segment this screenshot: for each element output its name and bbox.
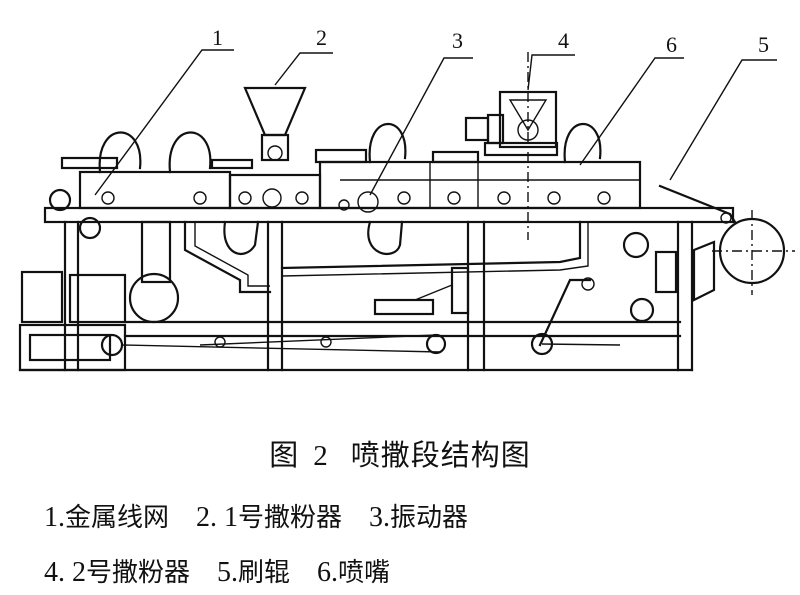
legend-row: 1.金属线网 2. 1号撒粉器 3.振动器 bbox=[44, 497, 488, 534]
legend-item-number: 4. 2 bbox=[44, 557, 86, 588]
callout-2-leader bbox=[274, 52, 333, 86]
callout-labels: 1 2 3 4 6 5 bbox=[212, 25, 769, 57]
legend-item-name: 号撒粉器 bbox=[86, 558, 191, 588]
callout-4-label: 4 bbox=[558, 28, 569, 53]
legend-item: 3.振动器 bbox=[369, 502, 468, 533]
figure-title: 喷撒段结构图 bbox=[350, 438, 531, 472]
legend-item: 5.刷辊 bbox=[217, 557, 290, 588]
legend-item: 1.金属线网 bbox=[44, 502, 169, 533]
callout-leaders bbox=[94, 49, 777, 196]
callout-5-label: 5 bbox=[758, 32, 769, 57]
legend-item-name: 刷辊 bbox=[238, 558, 291, 588]
callout-5-leader bbox=[669, 59, 777, 181]
legend-item-number: 6. bbox=[317, 557, 339, 588]
legend-item-name: 金属线网 bbox=[65, 503, 170, 533]
callout-4-leader bbox=[527, 54, 575, 91]
legend-item-name: 号撒粉器 bbox=[238, 503, 343, 533]
legend-item-name: 喷嘴 bbox=[338, 558, 391, 588]
legend-item: 2. 1号撒粉器 bbox=[196, 502, 342, 533]
legend-row: 4. 2号撒粉器 5.刷辊 6.喷嘴 bbox=[44, 552, 410, 589]
callout-6-leader bbox=[579, 57, 684, 166]
legend-item: 4. 2号撒粉器 bbox=[44, 557, 190, 588]
callout-3-label: 3 bbox=[452, 28, 463, 53]
frame bbox=[18, 52, 795, 372]
legend-item-number: 3. bbox=[369, 502, 391, 533]
callout-1-leader bbox=[94, 49, 234, 196]
legend-item-number: 2. 1 bbox=[196, 502, 239, 533]
callout-3-leader bbox=[369, 57, 473, 196]
legend-item-number: 1. bbox=[44, 502, 65, 533]
legend-item-name: 振动器 bbox=[390, 503, 469, 533]
callout-1-label: 1 bbox=[212, 25, 223, 50]
callout-2-label: 2 bbox=[316, 25, 327, 50]
figure-number: 2 bbox=[313, 440, 329, 472]
spray-section-structure-drawing: 1 2 3 4 6 5 bbox=[18, 25, 795, 372]
figure-prefix: 图 bbox=[269, 438, 300, 472]
callout-6-label: 6 bbox=[666, 32, 677, 57]
legend-item-number: 5. bbox=[217, 557, 239, 588]
legend-item: 6.喷嘴 bbox=[317, 557, 390, 588]
